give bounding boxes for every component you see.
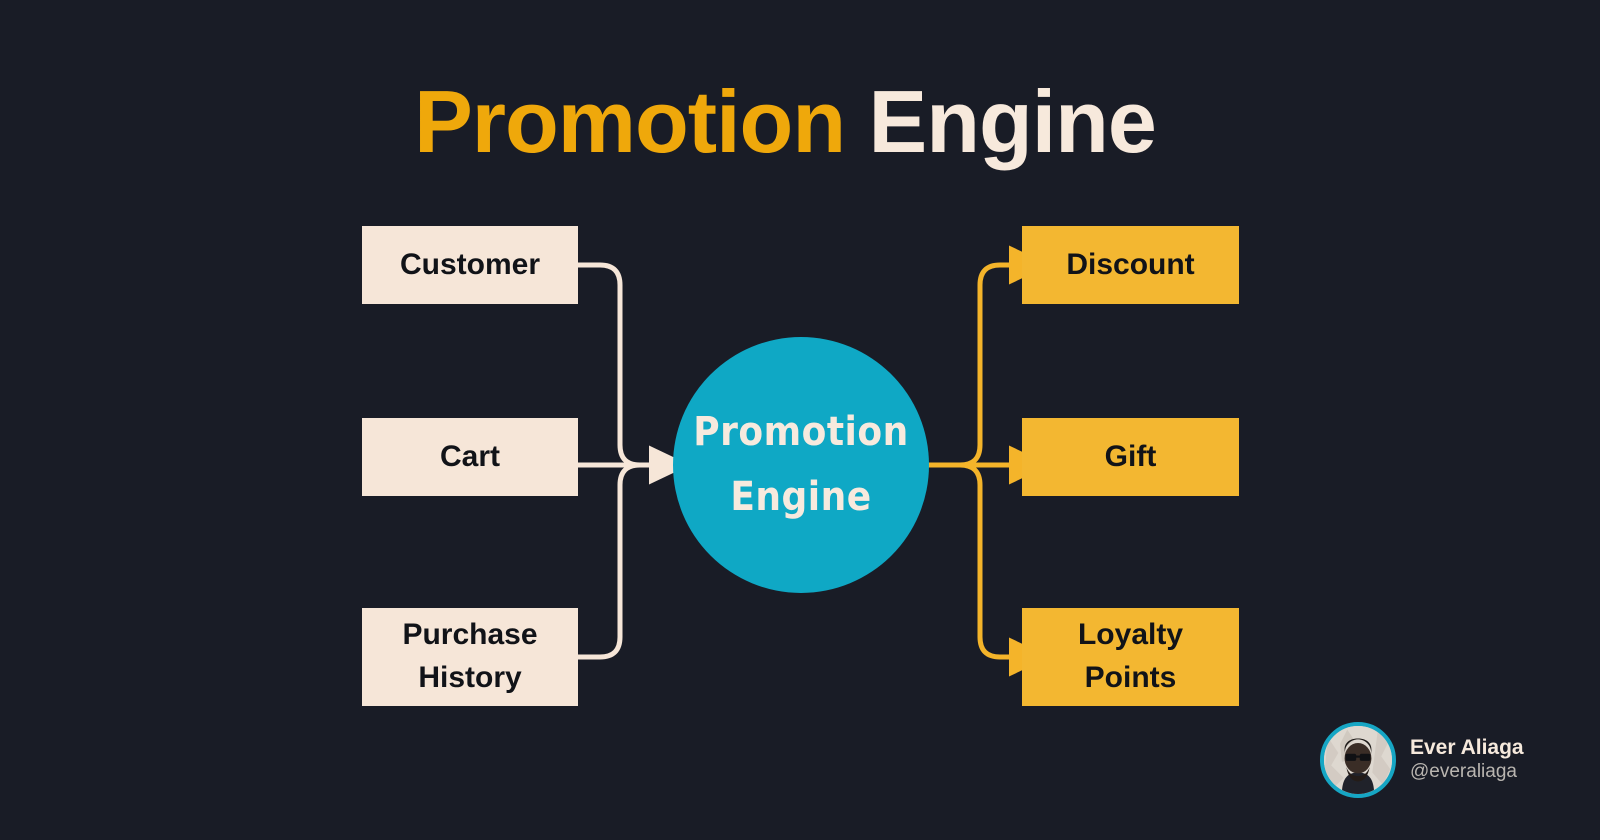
input-node-customer-label: Customer — [399, 247, 541, 281]
connector-history-to-hub — [575, 462, 663, 660]
avatar — [1320, 722, 1396, 798]
connector-customer-to-hub — [575, 262, 663, 468]
title-accent-word: Promotion — [414, 72, 846, 171]
avatar-portrait-icon — [1324, 726, 1392, 794]
author-credit-text: Ever Aliaga @everaliaga — [1410, 736, 1524, 783]
output-node-loyalty-points-line1: Loyalty — [1077, 618, 1184, 652]
output-node-loyalty-points-line2: Points — [1084, 661, 1177, 694]
output-node-discount[interactable]: Discount — [1022, 226, 1239, 304]
output-node-discount-label: Discount — [1066, 247, 1195, 281]
input-node-cart[interactable]: Cart — [362, 418, 578, 496]
hub-label-line1: Promotion — [693, 409, 909, 456]
output-node-gift[interactable]: Gift — [1022, 418, 1239, 496]
input-node-purchase-history-line1: Purchase — [402, 618, 538, 652]
title-plain-word: Engine — [845, 72, 1157, 171]
hub-promotion-engine[interactable]: Promotion Engine — [673, 337, 929, 593]
page-title: Promotion Engine — [0, 78, 1570, 166]
input-node-cart-label: Cart — [439, 439, 500, 473]
connector-hub-to-discount — [926, 245, 1050, 468]
author-name: Ever Aliaga — [1410, 736, 1524, 760]
output-node-gift-label: Gift — [1104, 439, 1157, 473]
input-node-purchase-history-label: Purchase History — [402, 614, 537, 699]
input-node-customer[interactable]: Customer — [362, 226, 578, 304]
hub-label-line2: Engine — [730, 474, 872, 520]
author-handle: @everaliaga — [1410, 761, 1517, 783]
input-node-purchase-history-line2: History — [418, 661, 522, 694]
output-node-loyalty-points-label: Loyalty Points — [1078, 614, 1183, 699]
connector-hub-to-loyalty — [926, 462, 1050, 677]
input-node-purchase-history[interactable]: Purchase History — [362, 608, 578, 706]
output-node-loyalty-points[interactable]: Loyalty Points — [1022, 608, 1239, 706]
author-credit: Ever Aliaga @everaliaga — [1320, 722, 1524, 798]
